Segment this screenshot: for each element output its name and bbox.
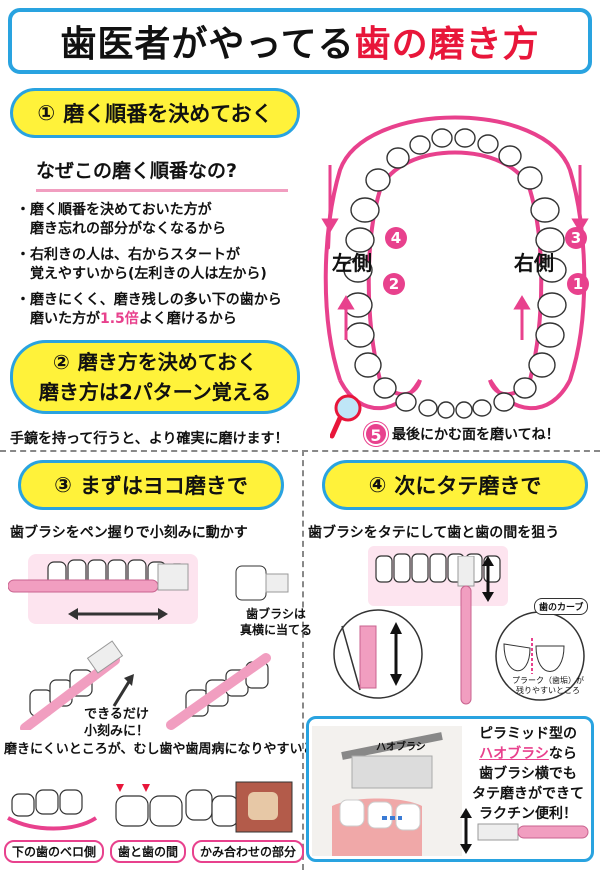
page-title: 歯医者がやってる歯の磨き方 bbox=[8, 8, 592, 74]
brush-angle-illustration-2 bbox=[166, 653, 271, 730]
trouble-spots-caption: 磨きにくいところが、むし歯や歯周病になりやすいところ bbox=[4, 742, 342, 757]
gap-closeup-illustration bbox=[333, 609, 423, 699]
section-divider bbox=[0, 450, 600, 452]
step5-note: 5 最後にかむ面を磨いてね！ bbox=[364, 422, 560, 446]
section1-num: ① bbox=[37, 101, 56, 125]
title-main: 歯医者がやってる bbox=[60, 24, 355, 65]
hand-mirror-icon bbox=[330, 394, 362, 439]
vertical-toothbrush bbox=[457, 556, 475, 705]
ohabrush-photo-label: ハオブラシ bbox=[376, 742, 426, 753]
ohabrush-description: ピラミッド型の ハオブラシなら 歯ブラシ横でも タテ磨きができて ラクチン便利！ bbox=[472, 726, 584, 822]
svg-text:3: 3 bbox=[571, 229, 581, 247]
bullet-1: ・ 磨く順番を決めておいた方が 磨き忘れの部分がなくなるから bbox=[16, 202, 226, 237]
left-side-label: 左側 bbox=[332, 251, 372, 275]
svg-text:4: 4 bbox=[391, 229, 401, 247]
small-strokes-note: できるだけ 小刻みに！ bbox=[84, 707, 150, 739]
dental-arch-diagram: 1 2 3 4 左側 右側 bbox=[321, 115, 589, 419]
label-biting-surface: かみ合わせの部分 bbox=[192, 840, 305, 863]
label-tongue-side: 下の歯のベロ側 bbox=[4, 840, 105, 863]
bullet-3: ・ 磨きにくく、磨き残しの多い下の歯から 磨いた方が1.5倍よく磨けるから bbox=[16, 292, 282, 327]
horizontal-brushing-illustration bbox=[8, 554, 198, 624]
biting-surface-illustration bbox=[185, 781, 293, 833]
mirror-tip: 手鏡を持って行うと、より確実に磨けます！ bbox=[10, 431, 289, 447]
up-down-arrow-icon bbox=[482, 556, 494, 602]
section4-caption: 歯ブラシをタテにして歯と歯の間を狙う bbox=[308, 525, 560, 541]
column-divider bbox=[302, 450, 304, 870]
why-heading: なぜこの磨く順番なの? bbox=[36, 156, 288, 192]
section3-caption: 歯ブラシをペン握りで小刻みに動かす bbox=[10, 525, 248, 541]
brush-side-view-icon bbox=[235, 565, 289, 601]
right-side-label: 右側 bbox=[514, 251, 554, 275]
between-teeth-illustration bbox=[115, 784, 183, 827]
section2-subline: 磨き方は2パターン覚える bbox=[38, 380, 272, 404]
brush-position-note: 歯ブラシは 真横に当てる bbox=[240, 607, 313, 637]
ohabrush-name: ハオブラシ bbox=[479, 746, 549, 762]
motion-arrow-icon bbox=[112, 674, 134, 707]
highlight-1-5x: 1.5倍 bbox=[100, 311, 139, 327]
section1-heading: ① 磨く順番を決めておく bbox=[10, 88, 300, 138]
step5-badge: 5 bbox=[364, 422, 388, 446]
svg-text:2: 2 bbox=[389, 275, 399, 293]
label-between-teeth: 歯と歯の間 bbox=[110, 840, 187, 863]
brush-angle-illustration-1 bbox=[20, 640, 124, 730]
tongue-side-illustration bbox=[7, 789, 98, 831]
bullet-2: ・ 右利きの人は、右からスタートが 覚えやすいから(左利きの人は左から) bbox=[16, 247, 267, 282]
tooth-curve-label: 歯のカーブ bbox=[534, 598, 589, 615]
plaque-note: プラーク（歯垢）が 残りやすいところ bbox=[512, 676, 584, 695]
ohabrush-photo bbox=[312, 726, 462, 856]
title-accent: 歯の磨き方 bbox=[354, 24, 540, 65]
tooth-curve-illustration bbox=[495, 611, 585, 701]
ohabrush-horizontal-icon bbox=[460, 808, 589, 854]
svg-text:1: 1 bbox=[573, 275, 583, 293]
section1-title: 磨く順番を決めておく bbox=[63, 102, 273, 126]
